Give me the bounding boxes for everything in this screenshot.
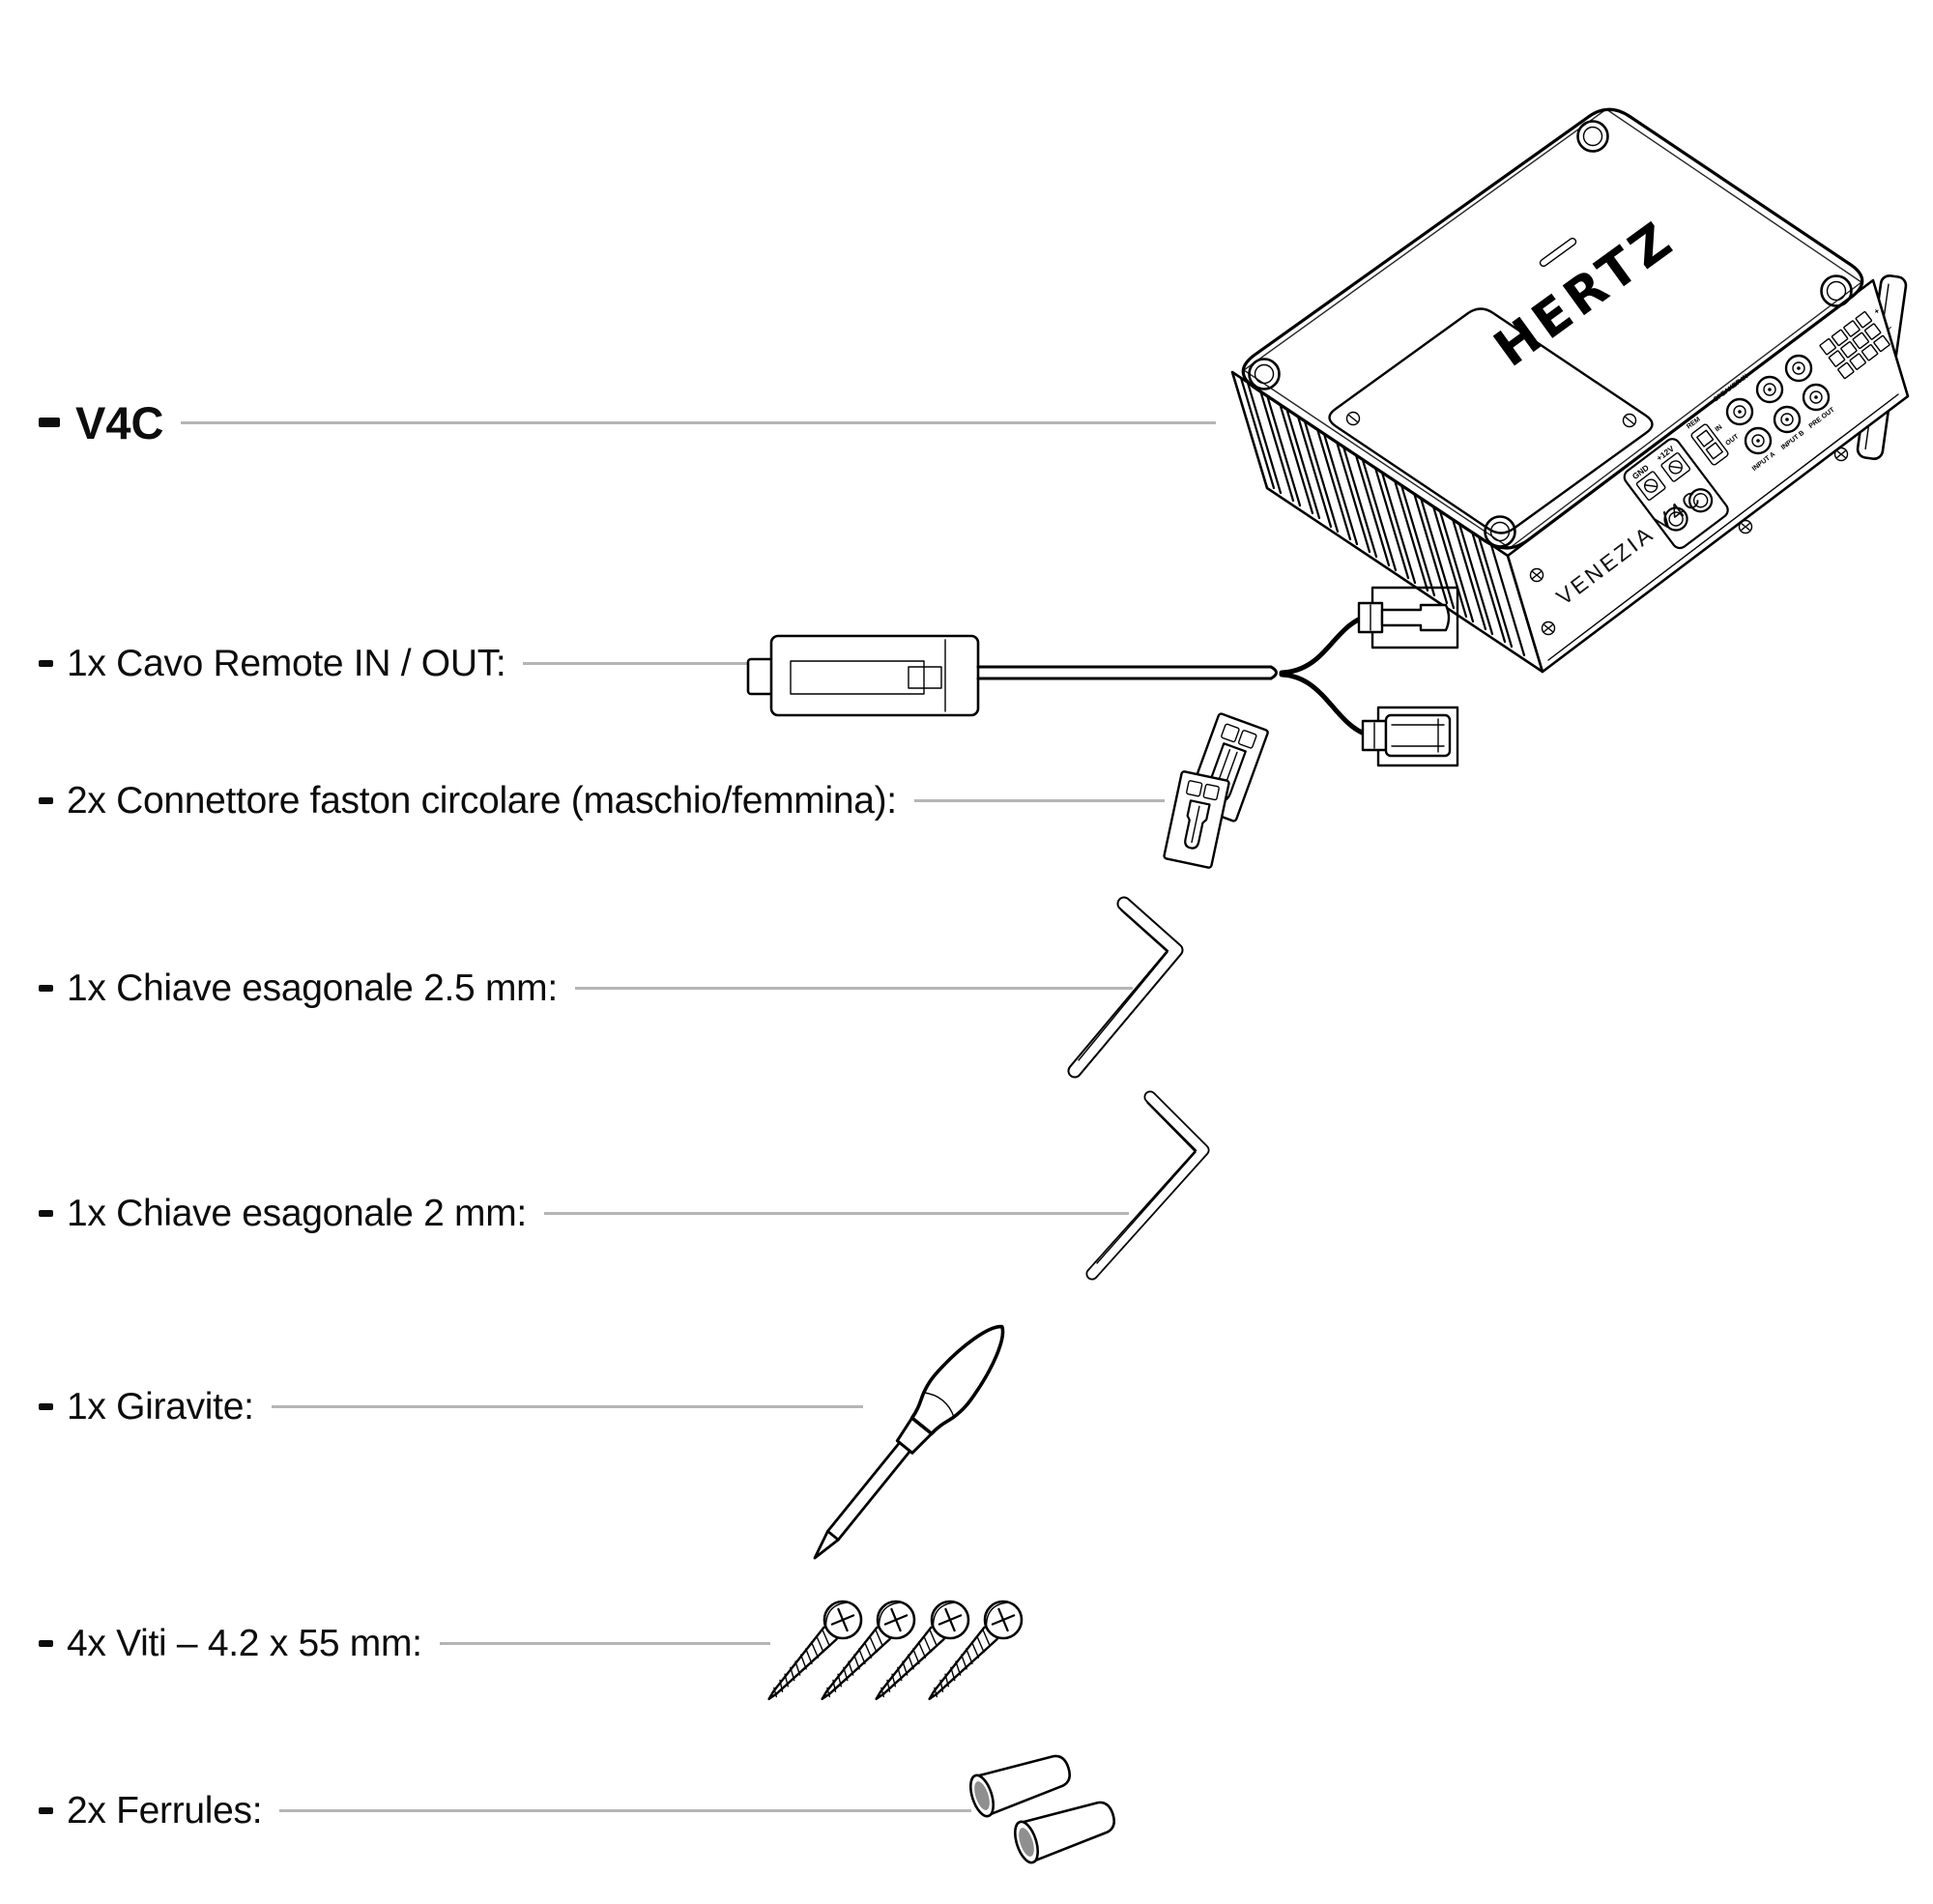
amp-vent-slot (1539, 237, 1577, 268)
bullet-dash (39, 1639, 53, 1647)
bullet-dash (39, 984, 53, 992)
screwdriver-illustration (813, 1324, 1005, 1560)
ferrule-2 (1009, 1792, 1121, 1867)
item-row-screwdriver: 1x Giravite: (39, 1383, 863, 1429)
item-label-remote-cable: 1x Cavo Remote IN / OUT: (67, 642, 506, 684)
item-row-hex-2: 1x Chiave esagonale 2 mm: (39, 1190, 1129, 1236)
item-row-faston: 2x Connettore faston circolare (maschio/… (39, 777, 1165, 823)
hex-key-25-illustration (1067, 896, 1184, 1079)
leader-line (543, 1211, 1129, 1215)
amp-heatsink-fins (1239, 376, 1526, 657)
cable-female-faston (1361, 706, 1459, 767)
bullet-dash (39, 1806, 53, 1814)
leader-line (439, 1641, 770, 1645)
svg-text:IN: IN (1715, 424, 1724, 434)
svg-text:+: + (1872, 305, 1882, 316)
bullet-dash (39, 1209, 53, 1217)
svg-text:−: − (1885, 323, 1894, 333)
screwdriver-tip (813, 1529, 840, 1560)
screwdriver-handle (909, 1324, 1005, 1436)
screw-1 (754, 1592, 871, 1714)
item-label-ferrules: 2x Ferrules: (67, 1789, 263, 1832)
item-label-v4c: V4C (75, 396, 164, 448)
bullet-dash (39, 1402, 53, 1410)
amp-panel-screws (1529, 447, 1849, 636)
bullet-dash (39, 796, 53, 804)
cable-left-tab (746, 657, 775, 696)
leader-line (181, 420, 1216, 424)
item-label-faston: 2x Connettore faston circolare (maschio/… (67, 779, 897, 822)
amp-corner-screw-holes (1248, 120, 1853, 548)
leader-line (913, 798, 1165, 802)
item-row-v4c: V4C (39, 396, 1216, 448)
cable-wire-bottom (1279, 672, 1370, 737)
leader-line (279, 1808, 971, 1812)
item-row-screws: 4x Viti – 4.2 x 55 mm: (39, 1620, 770, 1666)
leader-line (574, 986, 1133, 990)
cable-left-connector (769, 634, 980, 717)
cable-body (976, 665, 1278, 680)
amp-top-plate (1328, 307, 1654, 534)
cable-male-faston (1357, 586, 1459, 649)
item-label-screws: 4x Viti – 4.2 x 55 mm: (67, 1622, 422, 1664)
item-label-hex-2: 1x Chiave esagonale 2 mm: (67, 1192, 527, 1234)
remote-cable-illustration (746, 586, 1459, 767)
faston-male-connector (1163, 770, 1230, 869)
item-label-screwdriver: 1x Giravite: (67, 1385, 254, 1428)
item-row-remote-cable: 1x Cavo Remote IN / OUT: (39, 640, 765, 686)
leader-line (271, 1404, 863, 1408)
faston-pair-illustration (1163, 712, 1269, 869)
bullet-dash (39, 418, 60, 427)
bullet-dash (39, 659, 53, 667)
item-label-hex-25: 1x Chiave esagonale 2.5 mm: (67, 966, 558, 1009)
cable-wire-top (1279, 615, 1366, 676)
amplifier-illustration: HERTZ VENEZIA V4C GND +12V REM IN OUT (1230, 107, 1910, 674)
item-row-hex-25: 1x Chiave esagonale 2.5 mm: (39, 965, 1133, 1011)
amp-top-face (1241, 107, 1864, 550)
item-row-ferrules: 2x Ferrules: (39, 1787, 971, 1833)
ferrules-illustration (965, 1745, 1121, 1867)
leader-line (523, 661, 765, 665)
screwdriver-shaft (826, 1439, 914, 1542)
hex-key-2-illustration (1085, 1090, 1210, 1281)
screws-illustration (754, 1592, 1031, 1714)
ferrule-1 (965, 1745, 1077, 1821)
amp-speaker-terminals: + − (1819, 305, 1894, 380)
